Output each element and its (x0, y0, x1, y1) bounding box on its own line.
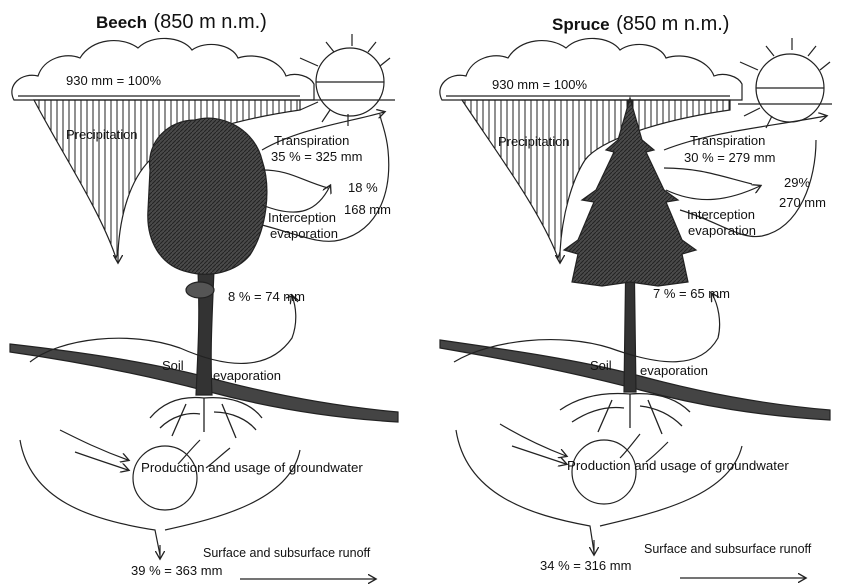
soil-evap-value: 8 % = 74 mm (228, 290, 305, 304)
altitude-label: (850 m n.m.) (153, 11, 266, 33)
soil-label: Soil (590, 359, 612, 373)
precipitation-label: Precipitation (498, 135, 570, 149)
beech-panel-art (10, 34, 398, 579)
runoff-value: 34 % = 316 mm (540, 559, 631, 573)
beech-title: Beech (850 m n.m.) (96, 12, 267, 32)
evaporation-label: evaporation (640, 364, 708, 378)
interception-label: Interception (687, 208, 755, 222)
sun-icon (738, 38, 832, 128)
spruce-title: Spruce (850 m n.m.) (552, 14, 729, 34)
total-precip-label: 930 mm = 100% (492, 78, 587, 92)
sun-icon (300, 34, 395, 126)
evaporation-label: evaporation (213, 369, 281, 383)
transpiration-label: Transpiration (274, 134, 349, 148)
runoff-funnel (20, 440, 300, 555)
total-precip-label: 930 mm = 100% (66, 74, 161, 88)
groundwater-label: Production and usage of groundwater (567, 459, 789, 473)
soil-evap-value: 7 % = 65 mm (653, 287, 730, 301)
species-name: Spruce (552, 15, 610, 34)
soil-label: Soil (162, 359, 184, 373)
interception-pct: 18 % (348, 181, 378, 195)
spruce-panel-art (440, 38, 832, 578)
precipitation-label: Precipitation (66, 128, 138, 142)
interception-mm: 270 mm (779, 196, 826, 210)
cloud-shape (440, 38, 742, 100)
interception-evap-label: evaporation (688, 224, 756, 238)
runoff-label: Surface and subsurface runoff (644, 543, 811, 556)
runoff-value: 39 % = 363 mm (131, 564, 222, 578)
groundwater-circle (133, 446, 197, 510)
interception-mm: 168 mm (344, 203, 391, 217)
interception-label: Interception (268, 211, 336, 225)
interception-pct: 29% (784, 176, 810, 190)
beech-canopy (148, 118, 267, 274)
groundwater-label: Production and usage of groundwater (141, 461, 363, 475)
beech-roots (150, 398, 262, 438)
runoff-label: Surface and subsurface runoff (203, 547, 370, 560)
species-name: Beech (96, 13, 147, 32)
transpiration-label: Transpiration (690, 134, 765, 148)
cloud-shape (12, 38, 314, 100)
interception-evap-label: evaporation (270, 227, 338, 241)
runoff-funnel (456, 430, 742, 552)
transpiration-value: 30 % = 279 mm (684, 151, 775, 165)
spruce-roots (560, 394, 690, 434)
altitude-label: (850 m n.m.) (616, 13, 729, 35)
transpiration-value: 35 % = 325 mm (271, 150, 362, 164)
